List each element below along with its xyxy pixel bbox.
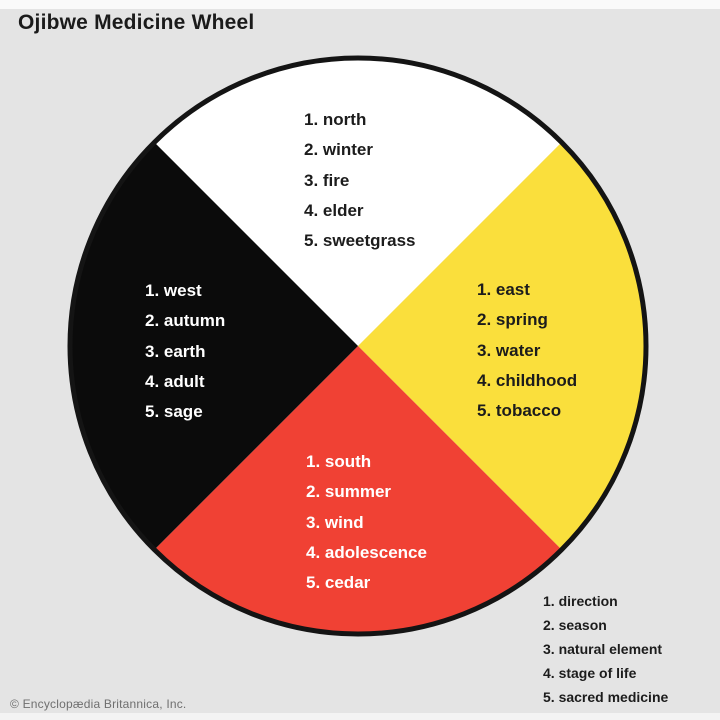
- copyright-credit: © Encyclopædia Britannica, Inc.: [10, 697, 187, 711]
- legend-item: 2. season: [543, 617, 607, 633]
- list-item: 5. sage: [145, 402, 203, 422]
- west-quadrant-list: 1. west 2. autumn 3. earth 4. adult 5. s…: [145, 276, 225, 427]
- list-item: 3. water: [477, 340, 541, 360]
- list-item: 4. childhood: [477, 370, 578, 390]
- list-item: 1. east: [477, 280, 530, 299]
- list-item: 2. autumn: [145, 311, 226, 331]
- list-item: 1. south: [306, 452, 372, 471]
- legend-item: 5. sacred medicine: [543, 689, 669, 705]
- south-wedge: [154, 346, 562, 634]
- list-item: 3. earth: [145, 341, 206, 361]
- east-wedge: [358, 142, 646, 550]
- west-wedge: [70, 142, 358, 550]
- legend-item: 1. direction: [543, 593, 618, 609]
- legend-item: 4. stage of life: [543, 665, 637, 681]
- east-quadrant-list: 1. east 2. spring 3. water 4. childhood …: [477, 275, 577, 426]
- list-item: 3. fire: [304, 170, 350, 190]
- bottom-margin-strip: [0, 713, 720, 720]
- legend-key-list: 1. direction 2. season 3. natural elemen…: [543, 589, 668, 709]
- list-item: 2. spring: [477, 310, 548, 330]
- list-item: 3. wind: [306, 512, 364, 532]
- list-item: 2. summer: [306, 482, 392, 502]
- list-item: 4. adolescence: [306, 542, 427, 562]
- list-item: 1. north: [304, 110, 367, 129]
- legend-item: 3. natural element: [543, 641, 663, 657]
- list-item: 4. elder: [304, 200, 364, 220]
- south-quadrant-list: 1. south 2. summer 3. wind 4. adolescenc…: [306, 447, 427, 598]
- list-item: 5. cedar: [306, 573, 371, 593]
- list-item: 4. adult: [145, 371, 205, 391]
- list-item: 1. west: [145, 281, 202, 300]
- top-margin-strip: [0, 0, 720, 9]
- north-quadrant-list: 1. north 2. winter 3. fire 4. elder 5. s…: [304, 105, 416, 256]
- list-item: 5. tobacco: [477, 401, 562, 421]
- page-title: Ojibwe Medicine Wheel: [18, 11, 255, 34]
- list-item: 5. sweetgrass: [304, 231, 416, 251]
- list-item: 2. winter: [304, 140, 373, 160]
- north-wedge: [154, 58, 562, 346]
- wheel-outline: [67, 55, 649, 637]
